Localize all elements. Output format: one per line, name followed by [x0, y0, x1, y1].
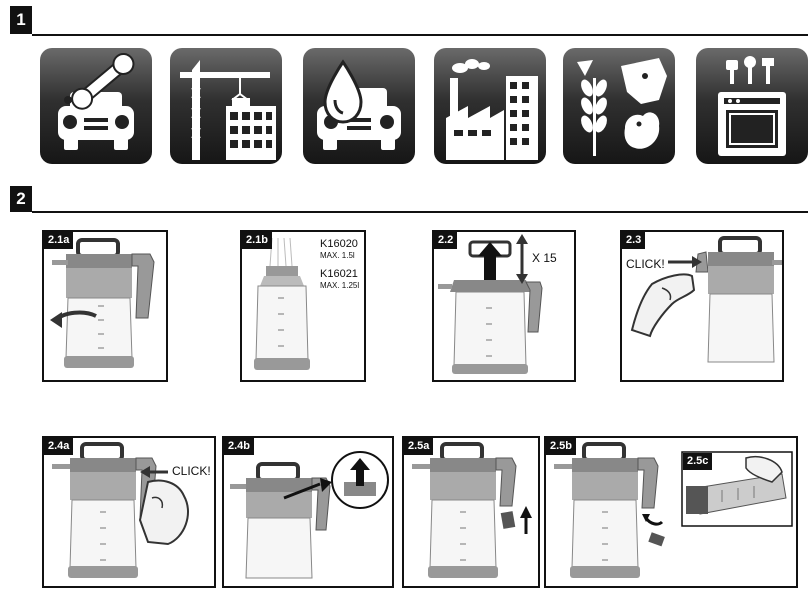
car-repair-icon: [40, 48, 152, 164]
click-callout: CLICK!: [626, 257, 665, 271]
section-1-number: 1: [10, 6, 32, 34]
step-label: 2.1a: [44, 232, 74, 249]
step-label: 2.1b: [242, 232, 273, 249]
step-label: 2.5b: [546, 438, 577, 455]
step-2-3-panel: 2.3 CLICK!: [620, 230, 784, 382]
step-label: 2.5a: [404, 438, 434, 455]
step-2-4a-panel: 2.4a CLICK!: [42, 436, 216, 588]
step-label: 2.4b: [224, 438, 255, 455]
section-2-rule: [32, 211, 808, 213]
kitchen-icon: [696, 48, 808, 164]
step-2-5a-panel: 2.5a: [402, 436, 540, 588]
step-2-1a-panel: 2.1a: [42, 230, 168, 382]
pump-count: X 15: [532, 251, 557, 265]
model-capacity-k16021: MAX. 1.25l: [320, 281, 360, 290]
car-wash-icon: [303, 48, 415, 164]
model-capacity-k16020: MAX. 1.5l: [320, 251, 355, 260]
step-label: 2.2: [434, 232, 458, 249]
industry-icon: [434, 48, 546, 164]
step-2-1b-panel: 2.1b K16020 MAX. 1.5l K16021 MAX. 1.25l: [240, 230, 366, 382]
model-code-k16021: K16021: [320, 268, 358, 280]
step-2-4b-panel: 2.4b: [222, 436, 394, 588]
step-2-5b-panel: 2.5b 2.5c: [544, 436, 798, 588]
step-label: 2.3: [622, 232, 646, 249]
model-code-k16020: K16020: [320, 238, 358, 250]
inset-step-label: 2.5c: [683, 453, 713, 470]
click-callout: CLICK!: [172, 464, 211, 478]
step-label: 2.4a: [44, 438, 74, 455]
step-2-2-panel: 2.2 X 15: [432, 230, 576, 382]
section-2-number: 2: [10, 186, 32, 212]
construction-icon: [170, 48, 282, 164]
section-1-rule: [32, 34, 808, 36]
agriculture-icon: [563, 48, 675, 164]
